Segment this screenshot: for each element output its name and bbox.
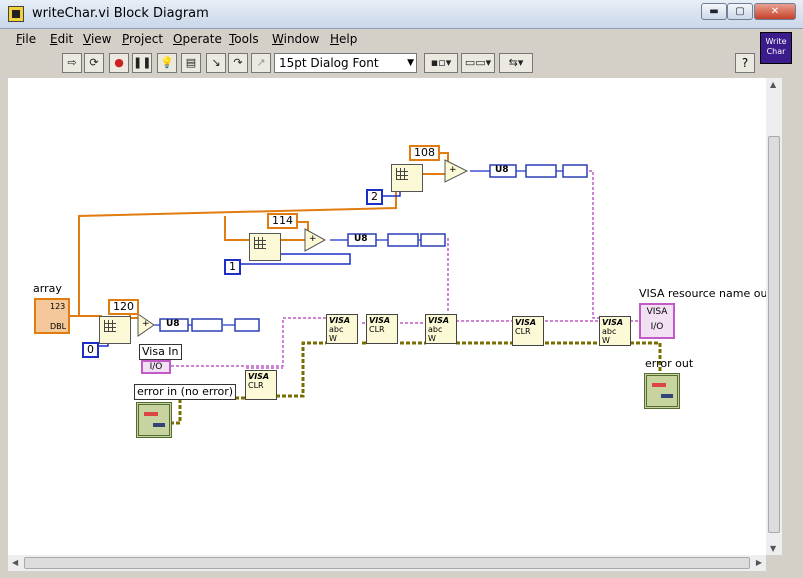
menu-view[interactable]: View (83, 32, 112, 46)
scroll-right-icon[interactable]: ▶ (755, 558, 762, 567)
error-out-label: error out (645, 357, 694, 370)
abc-text: abc (329, 325, 344, 334)
run-continuously-button[interactable]: ⟳ (84, 53, 104, 73)
pause-button[interactable]: ❚❚ (132, 53, 152, 73)
step-over-button[interactable]: ↷ (228, 53, 248, 73)
text-settings-dropdown[interactable]: 15pt Dialog Font ▼ (274, 53, 417, 73)
error-in-label: error in (no error) (134, 384, 237, 400)
visa-tag: VISA (602, 318, 624, 327)
close-button[interactable]: ✕ (754, 3, 796, 20)
run-button[interactable]: ⇨ (62, 53, 82, 73)
distribute-objects-button[interactable]: ▭▭▾ (461, 53, 495, 73)
chevron-down-icon: ▼ (407, 58, 414, 68)
minimize-button[interactable]: ▬ (701, 3, 727, 20)
visa-tag: VISA (248, 372, 270, 381)
wires-layer (70, 152, 662, 425)
window-title: writeChar.vi Block Diagram (32, 6, 209, 21)
visa-write-node-1[interactable]: VISA abc W (326, 314, 358, 344)
retain-wire-values-button[interactable]: ▤ (181, 53, 201, 73)
font-name: 15pt Dialog Font (279, 56, 379, 70)
visa-in-label: Visa In (139, 344, 182, 360)
add-node-3: + (449, 165, 457, 175)
highlight-execution-button[interactable]: 💡 (157, 53, 177, 73)
maximize-button[interactable]: ▢ (727, 3, 753, 20)
const-120[interactable]: 120 (108, 299, 139, 315)
visa-clear-node-1[interactable]: VISA CLR (245, 370, 277, 400)
visa-clear-node-3[interactable]: VISA CLR (512, 316, 544, 346)
title-bar: writeChar.vi Block Diagram ▬ ▢ ✕ (0, 0, 803, 29)
reorder-button[interactable]: ⇆▾ (499, 53, 533, 73)
visa-out-io: I/O (650, 322, 664, 332)
clr-text: CLR (248, 381, 264, 390)
const-2[interactable]: 2 (366, 189, 383, 205)
menu-tools[interactable]: Tools (229, 32, 259, 46)
visa-out-tag: VISA (646, 307, 668, 317)
menu-file[interactable]: File (16, 32, 37, 46)
index-array-node-2[interactable] (249, 233, 281, 261)
horizontal-scroll-thumb[interactable] (24, 557, 750, 569)
clr-text: CLR (369, 325, 385, 334)
array-dtype-text: DBL (50, 322, 67, 331)
const-0[interactable]: 0 (82, 342, 99, 358)
const-1[interactable]: 1 (224, 259, 241, 275)
abc-text: abc (602, 327, 617, 336)
menu-window[interactable]: Window (272, 32, 320, 46)
horizontal-scrollbar[interactable]: ◀ ▶ (8, 555, 766, 571)
visa-tag: VISA (369, 316, 391, 325)
menu-help[interactable]: Help (330, 32, 358, 46)
visa-tag: VISA (515, 318, 537, 327)
scroll-down-icon[interactable]: ▼ (770, 544, 777, 553)
add-node-1: + (142, 319, 150, 329)
add-node-2: + (309, 234, 317, 244)
context-help-button[interactable]: ? (735, 53, 755, 73)
vi-connector-icon[interactable]: Write Char (760, 32, 792, 64)
to-u8-node-3: U8 (495, 165, 509, 175)
visa-in-terminal[interactable]: I/O (141, 360, 171, 374)
toolbar: ⇨ ⟳ ● ❚❚ 💡 ▤ ↘ ↷ ↗ 15pt Dialog Font ▼ ▪▫… (8, 52, 758, 76)
clr-text: CLR (515, 327, 531, 336)
w-text: W (602, 336, 610, 345)
abc-text: abc (428, 325, 443, 334)
index-array-node-3[interactable] (391, 164, 423, 192)
visa-write-node-3[interactable]: VISA abc W (599, 316, 631, 346)
vertical-scroll-thumb[interactable] (768, 136, 780, 533)
visa-tag: VISA (329, 316, 351, 325)
scroll-up-icon[interactable]: ▲ (770, 80, 777, 89)
error-out-terminal[interactable] (644, 373, 680, 409)
step-into-button[interactable]: ↘ (206, 53, 226, 73)
visa-tag: VISA (428, 316, 450, 325)
labview-app-icon (8, 6, 24, 22)
scroll-left-icon[interactable]: ◀ (12, 558, 19, 567)
block-diagram-canvas[interactable]: array 123 DBL 120 114 108 0 1 2 + + + U8… (8, 78, 766, 555)
to-u8-node-1: U8 (166, 319, 180, 329)
to-u8-node-2: U8 (354, 234, 368, 244)
align-objects-button[interactable]: ▪▫▾ (424, 53, 458, 73)
step-out-button[interactable]: ↗ (251, 53, 271, 73)
menu-project[interactable]: Project (122, 32, 164, 46)
index-array-node-1[interactable] (99, 316, 131, 344)
array-label: array (33, 282, 62, 295)
error-in-terminal[interactable] (136, 402, 172, 438)
array-type-text: 123 (50, 302, 66, 311)
menu-operate[interactable]: Operate (173, 32, 222, 46)
array-terminal[interactable]: 123 DBL (34, 298, 70, 334)
visa-out-terminal[interactable]: VISA I/O (639, 303, 675, 339)
visa-out-label: VISA resource name out (639, 287, 766, 300)
visa-clear-node-2[interactable]: VISA CLR (366, 314, 398, 344)
visa-write-node-2[interactable]: VISA abc W (425, 314, 457, 344)
abort-button[interactable]: ● (109, 53, 129, 73)
w-text: W (329, 334, 337, 343)
const-114[interactable]: 114 (267, 213, 298, 229)
menu-bar: File Edit View Project Operate Tools Win… (8, 30, 758, 50)
vertical-scrollbar[interactable]: ▲ ▼ (766, 78, 782, 555)
const-108[interactable]: 108 (409, 145, 440, 161)
w-text: W (428, 334, 436, 343)
menu-edit[interactable]: Edit (50, 32, 74, 46)
